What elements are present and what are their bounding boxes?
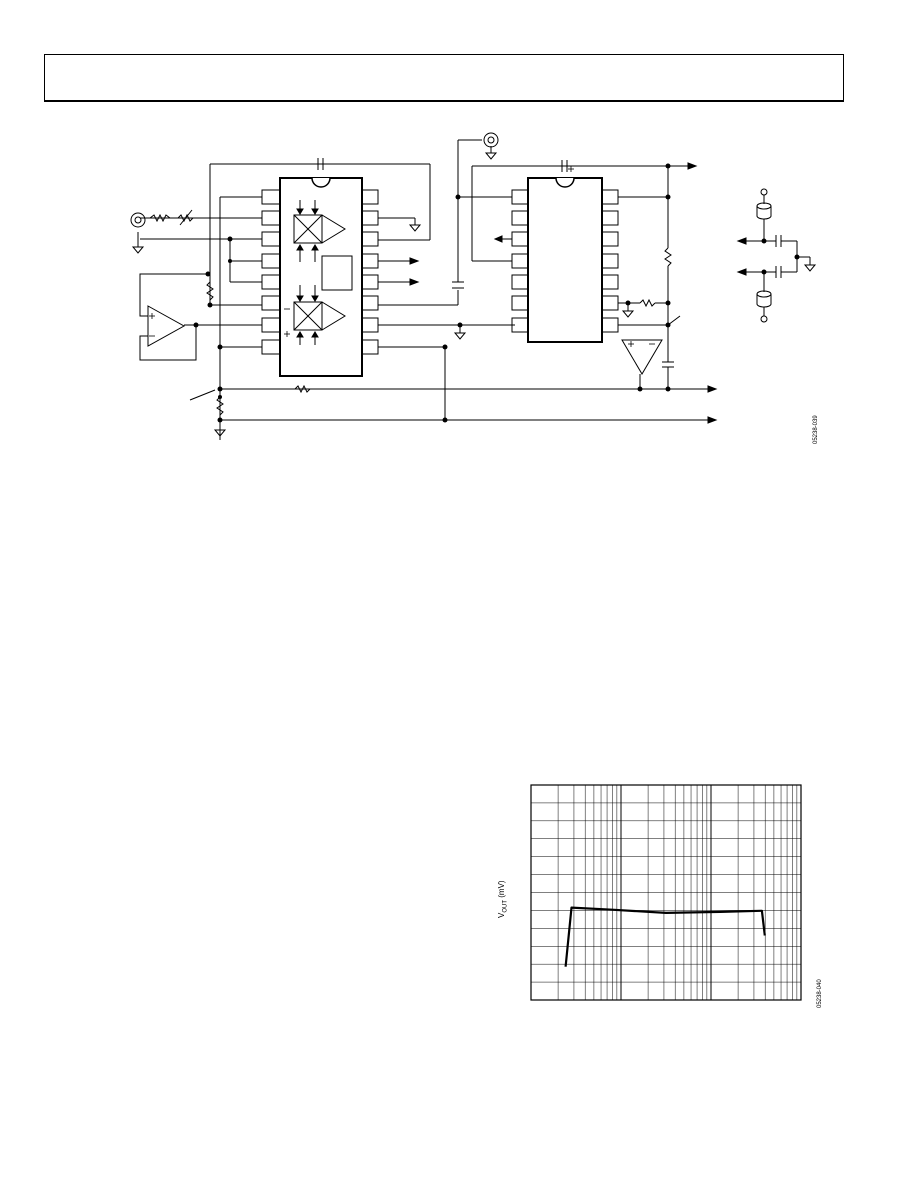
left-opamp [147, 305, 186, 347]
multiplier-bottom [293, 301, 346, 331]
left-ic-pins-right [361, 189, 379, 355]
left-ic-pins-left [261, 189, 281, 355]
bias-block [321, 255, 353, 291]
left-ic-notch [311, 177, 331, 188]
polarity-marks [149, 166, 655, 347]
right-ic-body [527, 177, 603, 343]
left-feedback-resistor [206, 281, 214, 301]
ylabel-unit: (mV) [497, 880, 506, 900]
multiplier-top [293, 214, 346, 244]
chart-y-axis-label: VOUT (mV) [497, 880, 509, 918]
chart-series-line [564, 906, 766, 967]
schematic-figure-code: 05238-039 [813, 415, 819, 444]
bottom-rails [189, 384, 718, 424]
right-ic-wiring [458, 160, 698, 389]
right-ic-notch [555, 177, 575, 188]
vout-chart [530, 784, 802, 1001]
ground-symbols [131, 146, 817, 437]
internal-arrows [296, 200, 319, 345]
chart-grid [530, 784, 802, 1001]
input-resistor [149, 213, 171, 223]
right-opamp [621, 339, 663, 375]
right-ic-pins-right [601, 189, 619, 333]
page-header-box [44, 54, 844, 102]
coax-connectors [130, 132, 499, 228]
left-ic-wiring [140, 139, 515, 440]
test-circuit-schematic [130, 132, 817, 440]
ylabel-main: V [497, 912, 506, 918]
decoupling-network [736, 188, 811, 323]
ylabel-subscript: OUT [502, 899, 509, 913]
chart-figure-code: 05238-040 [817, 979, 823, 1008]
chart-series [564, 906, 766, 967]
right-ic-pins-left [511, 189, 529, 333]
junction-dots [193, 163, 800, 423]
left-ic-body [279, 177, 363, 377]
